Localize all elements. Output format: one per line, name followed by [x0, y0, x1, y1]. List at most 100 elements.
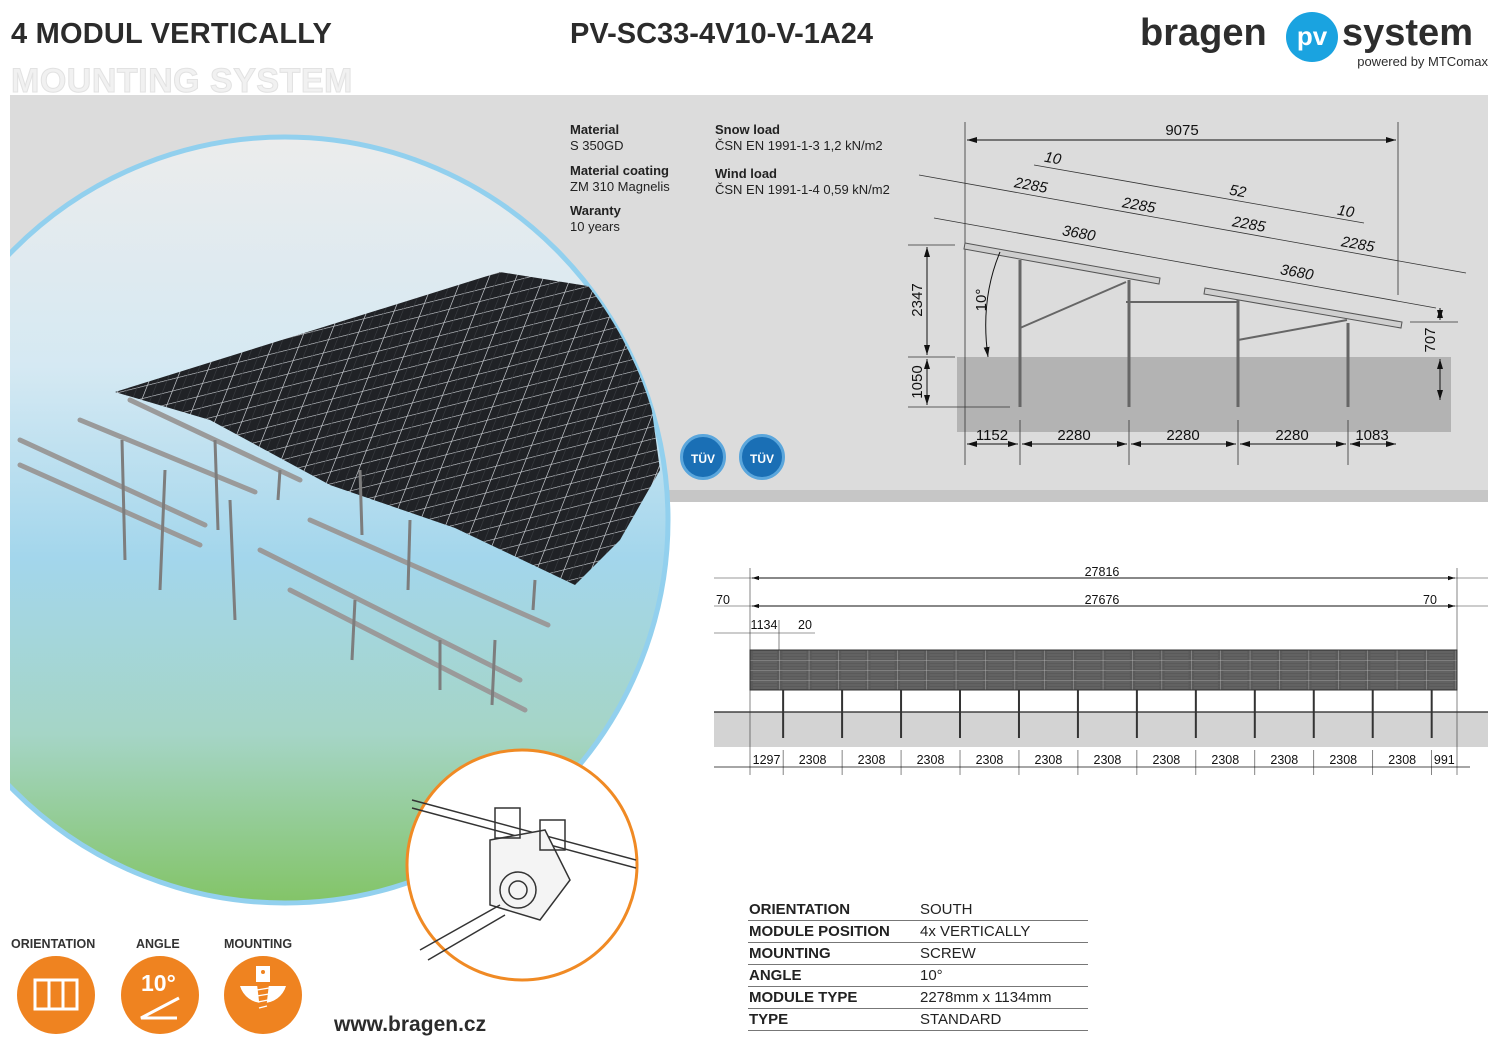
dim-post-spacing: 2280 [1275, 427, 1308, 444]
clamp-detail-drawing [411, 799, 637, 961]
structure-posts [1018, 260, 1350, 407]
dim-pile-spacing: 2308 [1094, 753, 1122, 767]
info-key: MODULE POSITION [748, 920, 919, 943]
info-value: SCREW [919, 942, 1088, 965]
dim-pile-spacing: 2308 [1270, 753, 1298, 767]
dim-post-spacing: 1083 [1355, 427, 1388, 444]
front-view-drawing: 1297 2308 2308 2308 2308 2308 2308 2308 2308 2308… [714, 565, 1488, 775]
dim-total-length: 27816 [1085, 565, 1120, 579]
info-key: MOUNTING [748, 942, 919, 965]
dim-panel: 2285 [1012, 174, 1049, 197]
dim-pile-spacing: 2308 [1329, 753, 1357, 767]
spec-warranty-value: 10 years [570, 219, 620, 234]
tuv-iso-certification-badge: TÜV [739, 434, 785, 480]
dim-gap: 52 [1228, 182, 1248, 202]
dim-pile-spacing: 2308 [976, 753, 1004, 767]
dim-pile-spacing: 2308 [917, 753, 945, 767]
dim-post-spacing: 1152 [976, 427, 1008, 444]
info-key: TYPE [748, 1008, 919, 1031]
info-key: ANGLE [748, 964, 919, 987]
info-value: 10° [919, 964, 1088, 987]
spec-wind-label: Wind load [715, 166, 777, 181]
logo-system: system [1342, 12, 1473, 54]
dim-gap: 10 [1043, 149, 1063, 169]
dim-overhang-right: 70 [1423, 593, 1437, 607]
side-view-drawing: 9075 1152 2280 2280 2280 1083 2347 1050 … [908, 122, 1467, 465]
spec-warranty: Waranty 10 years [570, 203, 621, 235]
spec-coating-value: ZM 310 Magnelis [570, 179, 670, 194]
dim-pile-spacing: 2308 [1388, 753, 1416, 767]
dim-depth: 1050 [909, 365, 926, 398]
spec-wind-load: Wind load ČSN EN 1991-1-4 0,59 kN/m2 [715, 166, 890, 198]
spec-coating-label: Material coating [570, 163, 669, 178]
spec-coating: Material coating ZM 310 Magnelis [570, 163, 670, 195]
info-key: MODULE TYPE [748, 986, 919, 1009]
dim-panel: 2285 [1339, 233, 1376, 256]
logo-tagline: powered by MTComax [1357, 54, 1488, 69]
info-key: ORIENTATION [748, 899, 919, 921]
spec-warranty-label: Waranty [570, 203, 621, 218]
product-code: PV-SC33-4V10-V-1A24 [570, 18, 874, 50]
logo-pv-badge: pv [1286, 12, 1338, 62]
tuv-certification-badge: TÜV [680, 434, 726, 480]
dim-post-spacing: 2280 [1166, 427, 1199, 444]
page-title: 4 MODUL VERTICALLY [11, 18, 333, 50]
dim-overhang-left: 70 [716, 593, 730, 607]
angle-icon-value: 10° [141, 970, 176, 996]
page-subtitle: MOUNTING SYSTEM [11, 62, 353, 101]
dim-rail: 3680 [1279, 261, 1315, 284]
mounting-screw-icon [224, 956, 302, 1034]
dim-pile-spacing: 2308 [1035, 753, 1063, 767]
brand-logo: bragen pv system powered by MTComax [1140, 12, 1490, 72]
spec-snow-label: Snow load [715, 122, 780, 137]
spec-snow-load: Snow load ČSN EN 1991-1-3 1,2 kN/m2 [715, 122, 883, 154]
module-row [749, 649, 1458, 691]
dim-height: 2347 [909, 283, 926, 316]
dim-module-length: 27676 [1085, 593, 1120, 607]
info-value: 2278mm x 1134mm [919, 986, 1088, 1009]
dim-pile-spacing: 2308 [1211, 753, 1239, 767]
info-value: SOUTH [919, 899, 1088, 921]
dim-panel: 2285 [1230, 213, 1267, 236]
solar-panel-array [115, 272, 660, 585]
band-bottom-strip [655, 490, 1488, 502]
dim-gap: 10 [1336, 202, 1356, 222]
logo-bragen: bragen [1140, 12, 1267, 54]
dim-angle: 10° [973, 289, 990, 312]
ground-area [957, 357, 1451, 432]
dim-pile-spacing: 2308 [1152, 753, 1180, 767]
dim-module-gap: 20 [798, 618, 812, 632]
dim-total-width: 9075 [1165, 122, 1198, 139]
angle-label: ANGLE [136, 937, 180, 951]
info-value: STANDARD [919, 1008, 1088, 1031]
orientation-icon [17, 956, 95, 1034]
website-link[interactable]: www.bragen.cz [334, 1013, 487, 1036]
orientation-label: ORIENTATION [11, 937, 96, 951]
info-value: 4x VERTICALLY [919, 920, 1088, 943]
dim-rail: 3680 [1061, 222, 1097, 245]
spec-wind-value: ČSN EN 1991-1-4 0,59 kN/m2 [715, 182, 890, 197]
dim-pile-spacing: 2308 [858, 753, 886, 767]
dim-pile-spacing: 1297 [753, 753, 781, 767]
angle-icon: 10° [121, 956, 199, 1034]
spec-material-label: Material [570, 122, 620, 137]
dim-front-height: 707 [1422, 327, 1439, 352]
mounting-label: MOUNTING [224, 937, 293, 951]
spec-snow-value: ČSN EN 1991-1-3 1,2 kN/m2 [715, 138, 883, 153]
ground-screws [120, 439, 537, 706]
spec-material: Material S 350GD [570, 122, 623, 154]
spec-material-value: S 350GD [570, 138, 624, 153]
mounting-illustration [10, 134, 671, 982]
dim-pile-spacing: 991 [1434, 753, 1455, 767]
dim-pile-spacing: 2308 [799, 753, 827, 767]
dim-panel: 2285 [1120, 194, 1157, 217]
dim-post-spacing: 2280 [1057, 427, 1090, 444]
dim-module-width: 1134 [751, 618, 778, 632]
